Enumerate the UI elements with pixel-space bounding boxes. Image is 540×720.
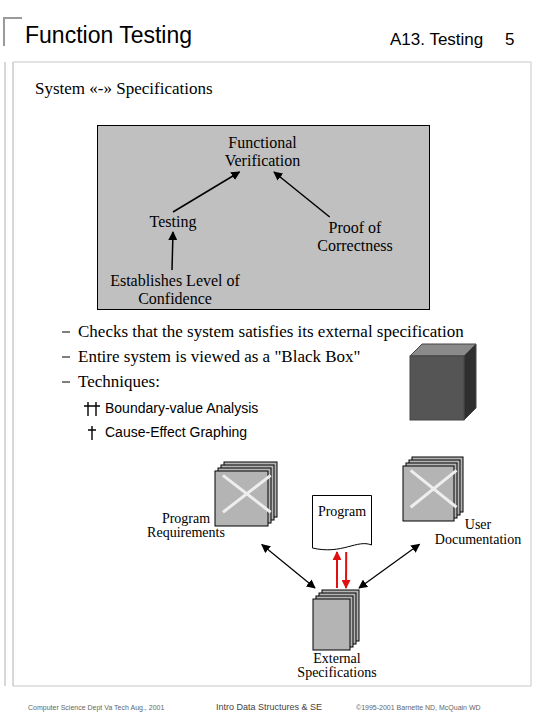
frame-line [531,62,532,686]
label-text: 5 [505,30,525,50]
node-text: External Specifications [282,652,392,680]
bullet-dash [62,381,70,383]
label-text: Intro Data Structures & SE [216,702,346,712]
node-text: Program Requirements [138,512,234,540]
label-text: ©1995-2001 Barnette ND, McQuain WD [356,704,531,712]
label-text: Checks that the system satisfies its ext… [78,322,533,342]
connector-arrow [336,552,338,588]
page-outline [312,495,372,552]
concept-node: Functional Verification [205,132,320,172]
slide-title: Function Testing [25,22,192,49]
node-text: Testing [140,213,206,231]
label-text: A13. Testing [390,30,500,50]
document-stack: External Specifications [282,588,392,678]
concept-node: Proof of Correctness [300,217,410,257]
label-text: Techniques: [78,372,278,392]
node-text: Establishes Level of Confidence [100,272,250,308]
frame-line [13,686,531,687]
bullet-dash [62,356,70,358]
label-text: Boundary-value Analysis [105,400,355,416]
frame-line [5,62,6,686]
cross-mark [223,475,271,512]
stack-icon [313,590,359,650]
concept-node: Testing [140,212,206,232]
program-document: Program [312,495,372,552]
connector-arrow [262,544,315,588]
page-shape [313,496,372,550]
verification-panel: Functional VerificationTesting Proof of C… [97,125,430,310]
document-stack: User Documentation [400,455,530,548]
stack-icon [403,457,463,521]
black-box-cube [410,344,476,420]
cross-mark [411,470,457,507]
node-text: User Documentation [428,517,528,547]
bullet-cross [88,426,96,440]
frame-line [13,62,531,63]
node-text: Proof of Correctness [300,219,410,255]
frame-line [13,62,14,686]
label-text: System «-» Specifications [35,79,335,99]
connector-arrow [359,544,420,588]
document-stack: Program Requirements [140,460,280,548]
node-text: Program [312,504,372,519]
stack-icon [215,462,277,526]
connector-arrow [345,552,347,588]
bullet-dash [62,331,70,333]
label-text: Entire system is viewed as a "Black Box" [78,347,408,367]
corner-bracket [4,18,22,46]
label-text: Cause-Effect Graphing [105,424,355,440]
concept-node: Establishes Level of Confidence [100,270,250,310]
bullet-cross [84,402,100,416]
label-text: Computer Science Dept Va Tech Aug., 2001 [28,704,198,712]
stack-sheet [313,599,350,650]
node-text: Functional Verification [205,134,320,170]
